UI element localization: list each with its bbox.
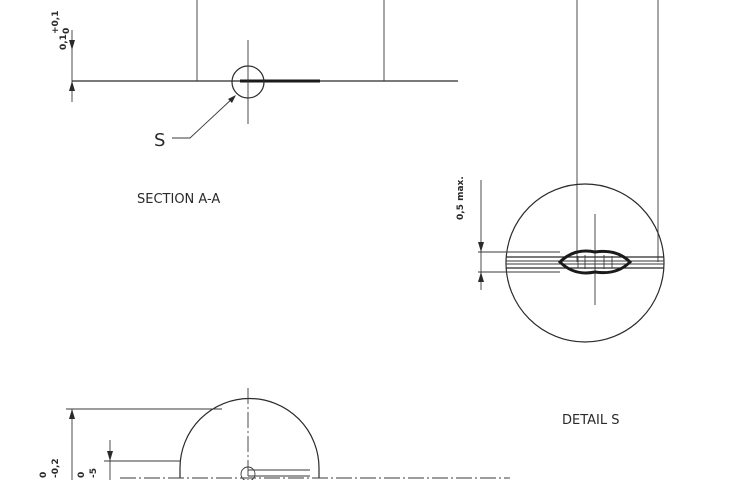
bottom-view (66, 388, 510, 480)
detail-title: DETAIL S (562, 413, 620, 428)
detail-marker-s: S (154, 130, 165, 151)
tolerance-bottom-2: -0,2 (51, 458, 61, 478)
section-title: SECTION A-A (137, 192, 220, 207)
tolerance-bottom-1: 0 (39, 472, 49, 478)
tolerance-bottom-3: 0 (77, 472, 87, 478)
tolerance-bottom-group-b: 0 -5 (77, 468, 99, 478)
tolerance-top-upper: +0,1 (51, 11, 61, 34)
detail-max-group: 0,5 max. (456, 176, 466, 220)
tolerance-top-lower: 0 (62, 28, 72, 34)
tolerance-bottom-4: -5 (89, 468, 99, 478)
section-a-a-view (69, 0, 458, 139)
tolerance-bottom-group-a: 0 -0,2 (39, 458, 61, 478)
detail-max-label: 0,5 max. (456, 176, 466, 220)
detail-s-view (478, 0, 665, 343)
tolerance-top-group: 0,1 +0,1 0 (51, 11, 72, 50)
tolerance-top-value: 0,1 (59, 34, 69, 50)
